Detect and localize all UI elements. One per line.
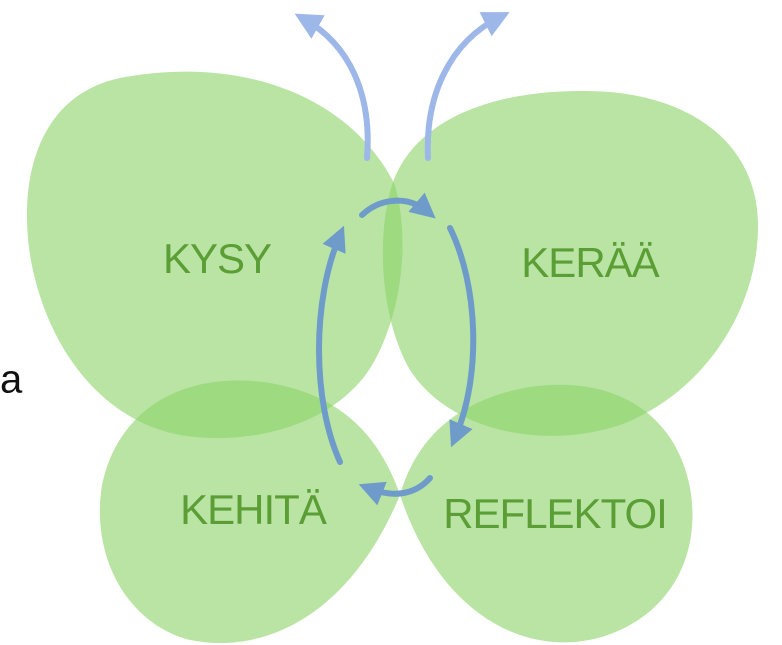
wing-top-left <box>26 71 403 439</box>
arrow-antenna-left <box>294 13 371 161</box>
wing-bottom-left <box>99 380 401 644</box>
label-kehita: KEHITÄ <box>180 486 327 533</box>
arrow-antenna-right <box>424 12 510 161</box>
arrow-cycle-bottom <box>358 475 433 506</box>
wing-top-right <box>382 91 759 436</box>
cut-off-text: a <box>0 358 23 402</box>
label-reflektoi: REFLEKTOI <box>443 490 667 537</box>
arrow-cycle-right <box>447 225 477 448</box>
arrow-cycle-top <box>359 192 436 219</box>
wing-bottom-right <box>400 384 693 643</box>
label-kysy: KYSY <box>163 235 272 282</box>
label-keraa: KERÄÄ <box>521 239 659 286</box>
arrow-cycle-left <box>316 225 346 465</box>
